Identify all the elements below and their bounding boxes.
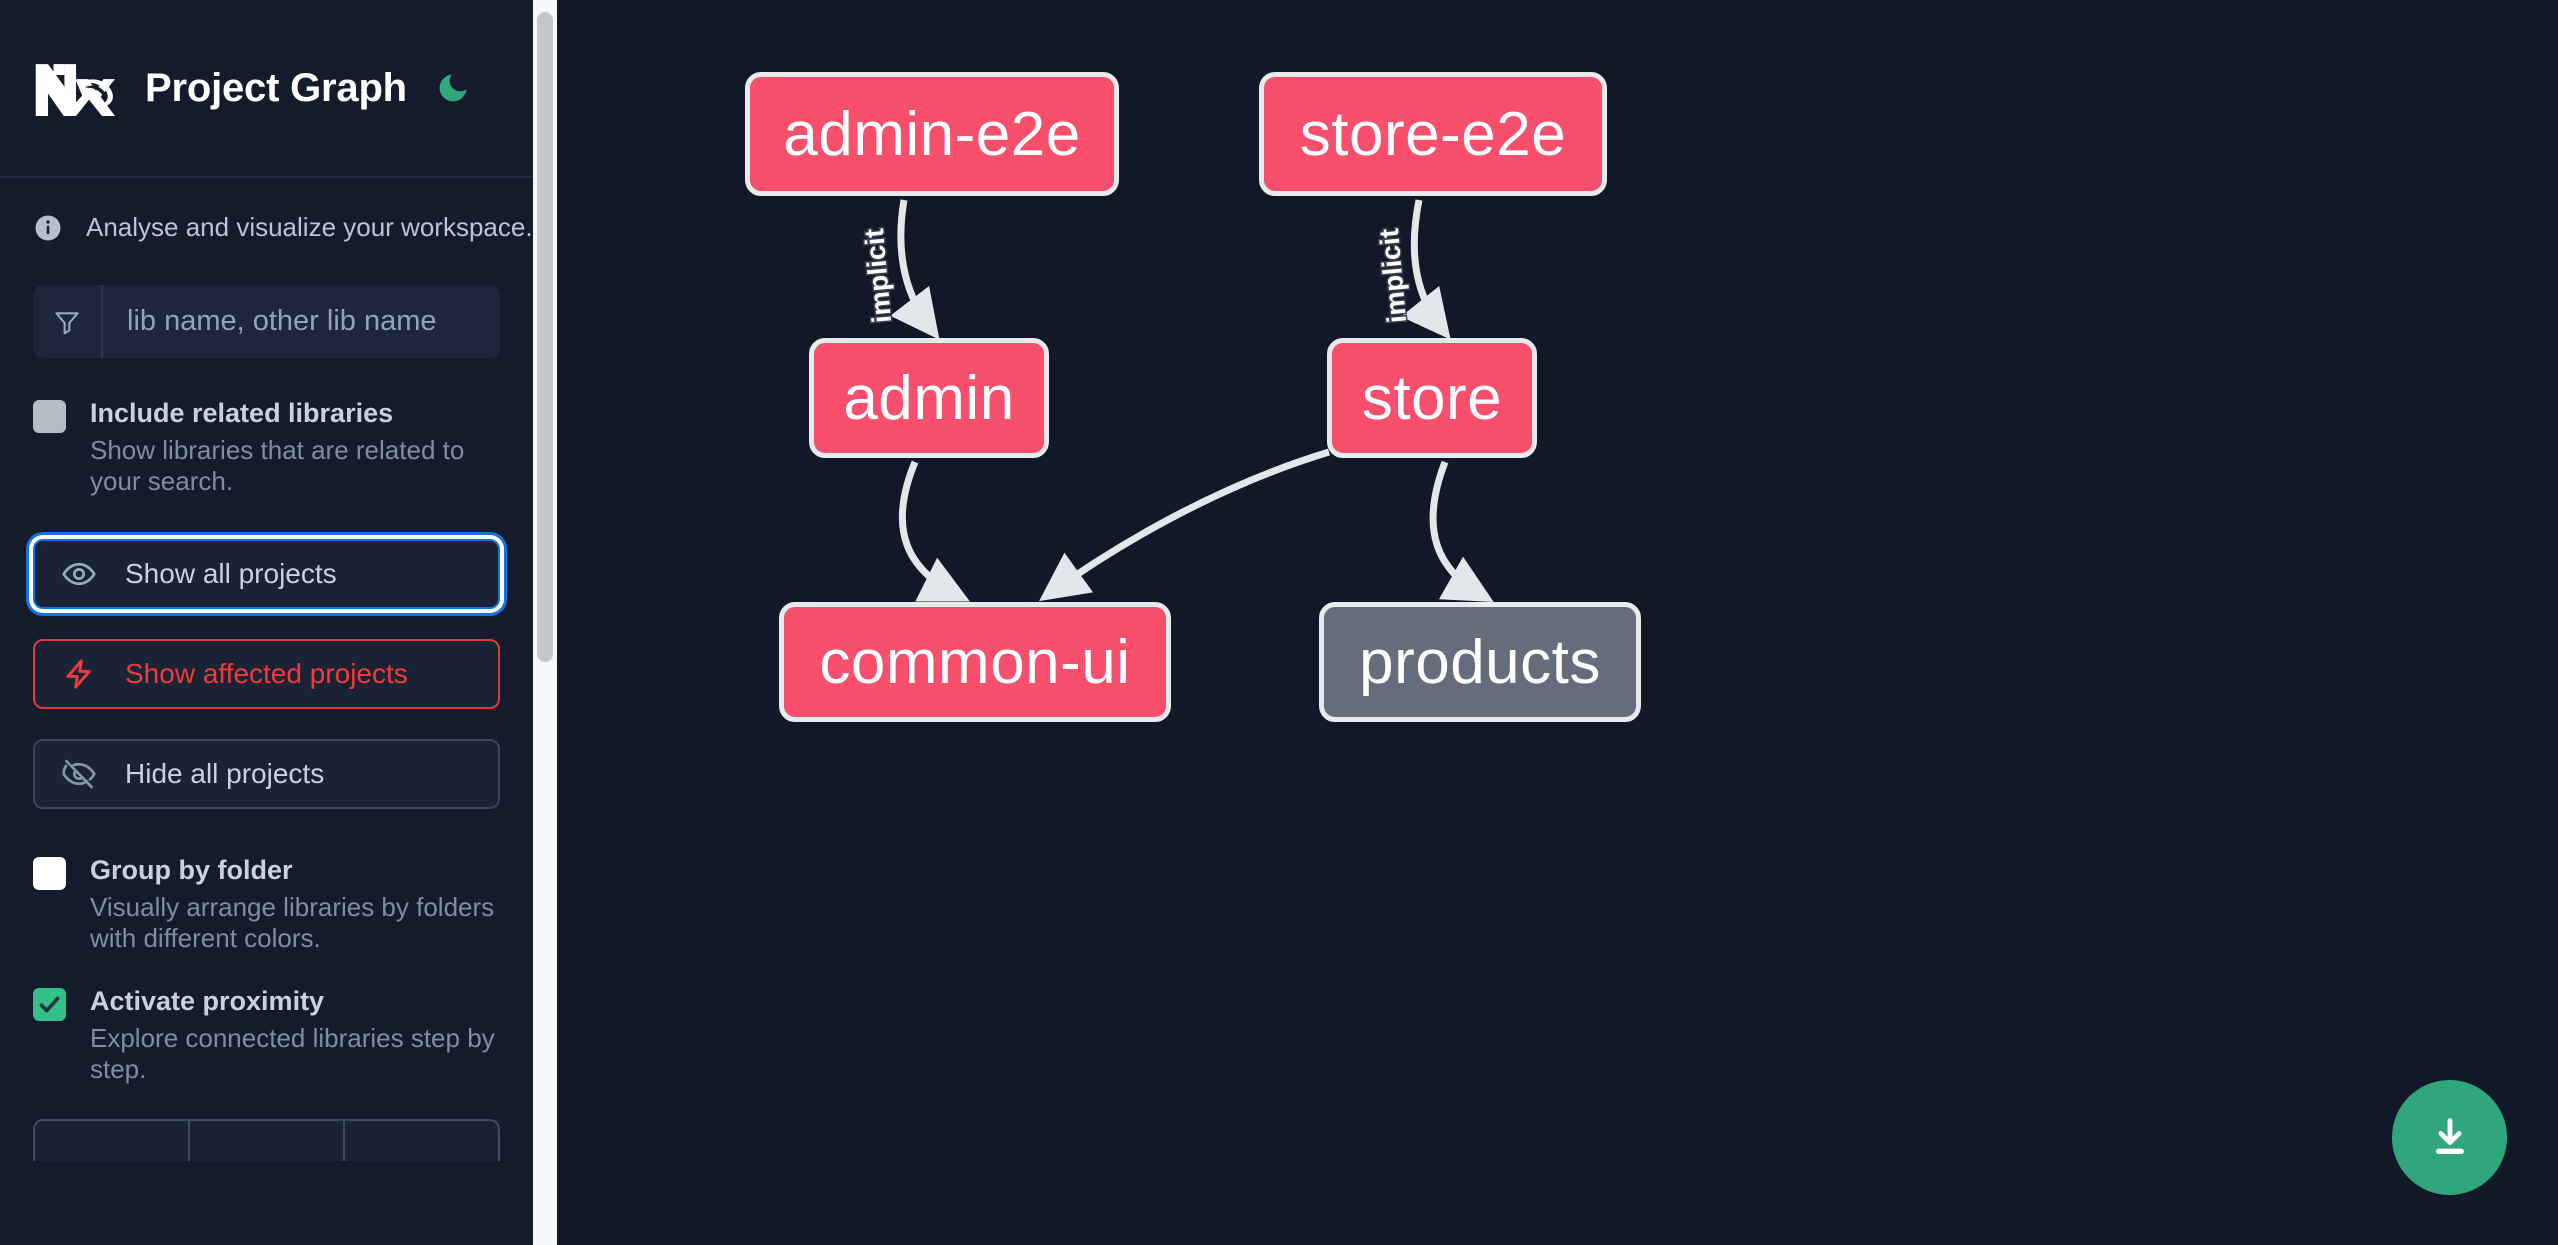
graph-node-admin[interactable]: admin	[809, 338, 1049, 458]
option-group-by-folder[interactable]: Group by folder Visually arrange librari…	[0, 839, 533, 954]
sidebar-scrollbar-thumb[interactable]	[537, 12, 553, 662]
option-title: Include related libraries	[90, 398, 394, 428]
page-title: Project Graph	[145, 65, 407, 110]
edge-store-to-products	[1429, 460, 1494, 603]
eye-icon	[61, 556, 97, 592]
option-description: Explore connected libraries step by step…	[90, 1023, 495, 1084]
moon-icon[interactable]	[435, 70, 471, 106]
option-description: Show libraries that are related to your …	[90, 435, 465, 496]
lightning-bolt-icon	[61, 656, 97, 692]
graph-node-label: admin-e2e	[783, 99, 1081, 169]
download-icon	[2435, 1117, 2464, 1154]
edge-label-implicit-store: implicit	[1374, 227, 1412, 324]
option-title: Group by folder	[90, 855, 293, 885]
segment-2[interactable]	[190, 1121, 345, 1161]
sidebar-header: Project Graph	[0, 0, 533, 178]
graph-node-label: products	[1359, 627, 1601, 697]
edge-label-implicit-admin: implicit	[859, 227, 897, 324]
option-include-related-libraries[interactable]: Include related libraries Show libraries…	[0, 358, 533, 497]
graph-edges: implicit implicit	[857, 199, 1494, 603]
option-title: Activate proximity	[90, 986, 325, 1016]
edge-admin-to-common-ui	[898, 460, 970, 602]
graph-node-admin-e2e[interactable]: admin-e2e	[745, 72, 1119, 196]
hide-all-projects-button[interactable]: Hide all projects	[33, 739, 500, 809]
graph-node-label: common-ui	[819, 627, 1131, 697]
checkbox-group-by-folder[interactable]	[33, 857, 66, 890]
info-text: Analyse and visualize your workspace.	[86, 212, 533, 242]
graph-node-label: admin	[843, 363, 1015, 433]
info-circle-icon	[33, 213, 63, 243]
option-activate-proximity[interactable]: Activate proximity Explore connected lib…	[0, 954, 533, 1085]
text-filter-segmented-control[interactable]	[33, 1119, 500, 1161]
sidebar: Project Graph Analyse and visualize your…	[0, 0, 557, 1245]
filter-funnel-icon	[33, 285, 103, 358]
sidebar-scrollbar[interactable]	[533, 0, 557, 1245]
show-affected-projects-button[interactable]: Show affected projects	[33, 639, 500, 709]
checkbox-include-related-libraries[interactable]	[33, 400, 66, 433]
eye-off-icon	[61, 756, 97, 792]
graph-node-common-ui[interactable]: common-ui	[779, 602, 1171, 722]
edge-store-to-common-ui	[1039, 448, 1331, 602]
segment-3[interactable]	[345, 1121, 498, 1161]
search-box[interactable]	[33, 285, 500, 358]
nx-logo-icon	[33, 57, 115, 119]
graph-node-store[interactable]: store	[1327, 338, 1537, 458]
graph-node-products[interactable]: products	[1319, 602, 1641, 722]
edge-admin-e2e-to-admin	[890, 199, 940, 340]
show-affected-projects-label: Show affected projects	[125, 658, 408, 689]
show-all-projects-button[interactable]: Show all projects	[33, 539, 500, 609]
graph-canvas[interactable]: implicit implicit admin-e2e store-e2e ad…	[557, 0, 2558, 1245]
sidebar-content: Project Graph Analyse and visualize your…	[0, 0, 533, 1245]
edge-store-e2e-to-store	[1400, 199, 1451, 340]
download-button[interactable]	[2392, 1080, 2507, 1195]
graph-node-label: store	[1361, 363, 1503, 433]
info-banner: Analyse and visualize your workspace.	[0, 178, 533, 243]
graph-node-store-e2e[interactable]: store-e2e	[1259, 72, 1607, 196]
show-all-projects-label: Show all projects	[125, 558, 337, 589]
checkbox-activate-proximity[interactable]	[33, 988, 66, 1021]
visibility-button-group: Show all projects Show affected projects	[0, 497, 533, 809]
hide-all-projects-label: Hide all projects	[125, 758, 325, 789]
graph-node-label: store-e2e	[1299, 99, 1567, 169]
segment-1[interactable]	[35, 1121, 190, 1161]
option-description: Visually arrange libraries by folders wi…	[90, 892, 495, 953]
search-input[interactable]	[103, 285, 500, 358]
